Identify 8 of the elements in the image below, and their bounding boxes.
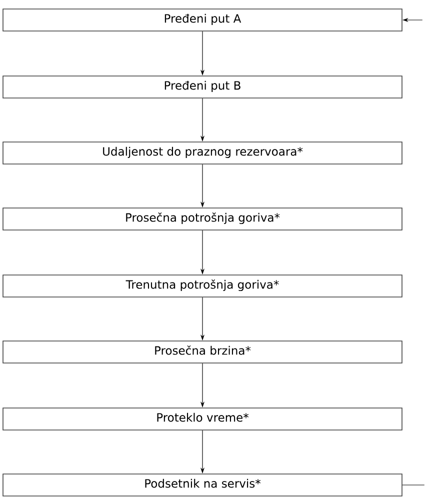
- process-box: Pređeni put A: [2, 8, 402, 32]
- process-box: Pređeni put B: [2, 76, 402, 98]
- process-box: Podsetnik na servis*: [2, 474, 402, 496]
- process-box: Udaljenost do praznog rezervoara*: [2, 142, 402, 164]
- process-box: Prosečna brzina*: [2, 340, 402, 364]
- process-box: Proteklo vreme*: [2, 408, 402, 430]
- process-box: Prosečna potrošnja goriva*: [2, 208, 402, 230]
- process-box: Trenutna potrošnja goriva*: [2, 274, 402, 298]
